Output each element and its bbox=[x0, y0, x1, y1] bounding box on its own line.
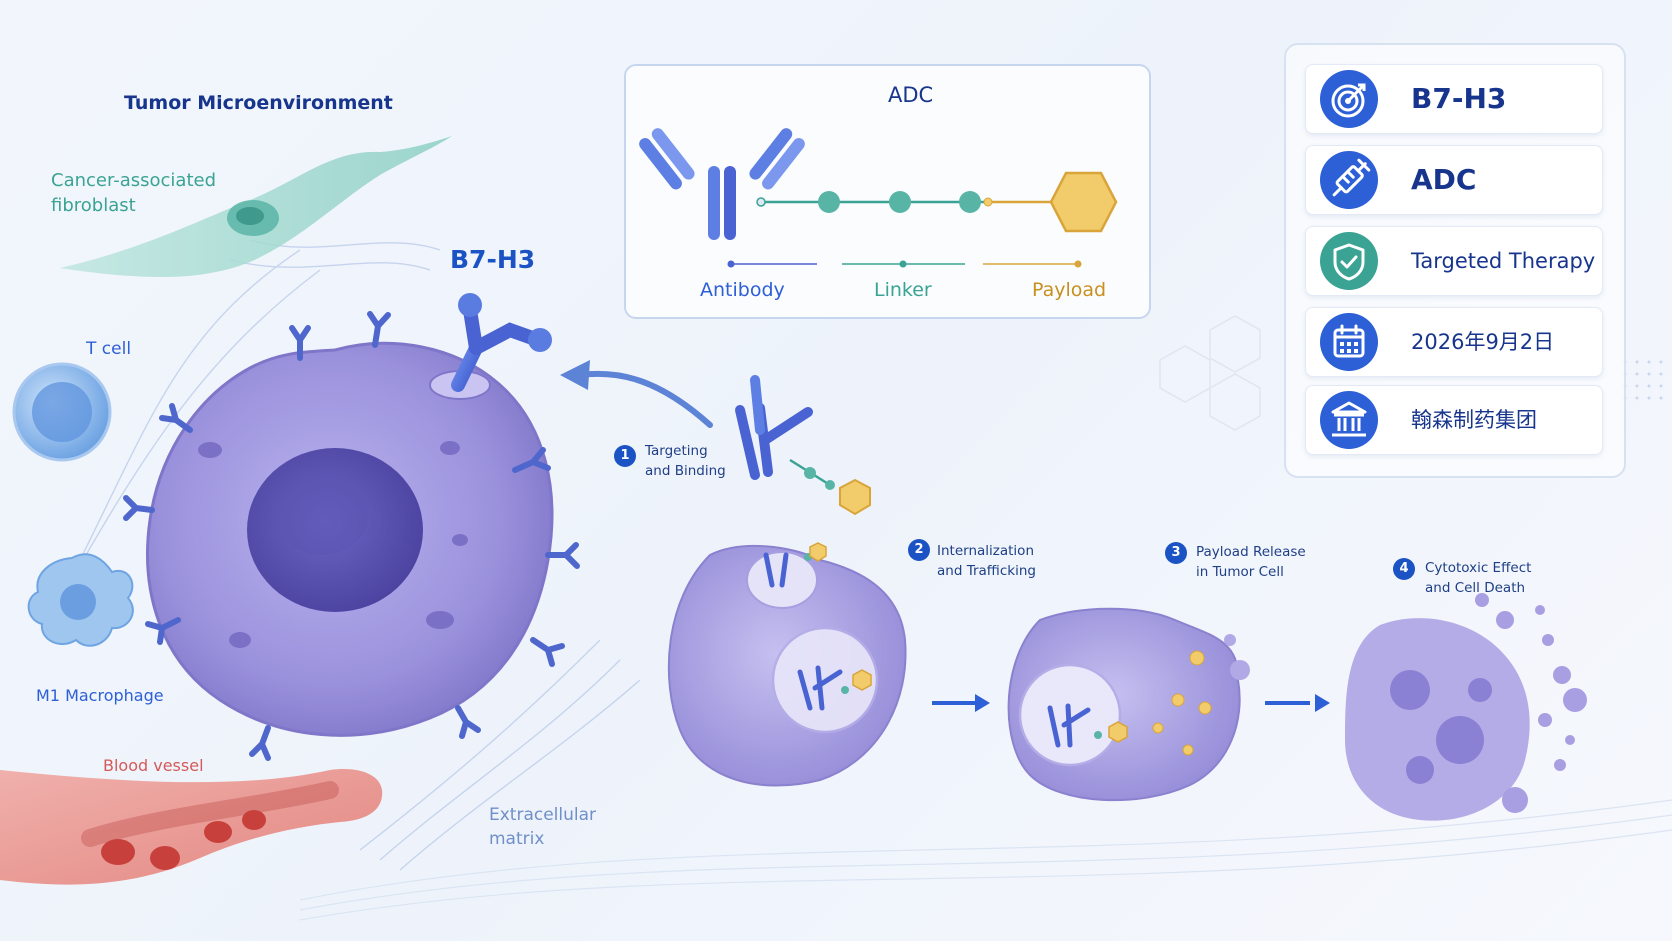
info-card-target: B7-H3 bbox=[1305, 64, 1603, 134]
step-4-line1: Cytotoxic Effect bbox=[1425, 560, 1532, 576]
info-card-target-label: B7-H3 bbox=[1411, 82, 1507, 115]
step-3-label: Payload Release in Tumor Cell bbox=[1196, 542, 1306, 582]
step-2-line1: Internalization bbox=[937, 543, 1034, 559]
step-2-line2: and Trafficking bbox=[937, 563, 1036, 579]
linker-label: Linker bbox=[874, 279, 932, 301]
info-card-date-label: 2026年9月2日 bbox=[1411, 330, 1555, 354]
b7h3-receptor-label: B7-H3 bbox=[450, 245, 536, 274]
fibroblast-label-line1: Cancer-associated bbox=[51, 170, 217, 191]
calendar-icon bbox=[1320, 313, 1378, 371]
step-4-label: Cytotoxic Effect and Cell Death bbox=[1425, 558, 1531, 598]
antibody-shape bbox=[639, 128, 805, 240]
antibody-label: Antibody bbox=[700, 279, 785, 301]
dying-cell bbox=[1345, 593, 1587, 821]
adc-structure-panel: ADC Antibody Linker Payload bbox=[624, 64, 1151, 319]
payload-release-cell bbox=[1007, 607, 1250, 802]
adc-structure-diagram bbox=[639, 128, 1118, 268]
blood-vessel bbox=[0, 769, 383, 885]
info-card-date: 2026年9月2日 bbox=[1305, 307, 1603, 377]
free-adc bbox=[735, 375, 871, 516]
blood-vessel-label: Blood vessel bbox=[103, 756, 204, 775]
macrophage-label: M1 Macrophage bbox=[36, 686, 164, 705]
step-3-line1: Payload Release bbox=[1196, 544, 1306, 560]
tumor-cell bbox=[146, 341, 554, 737]
macrophage-cell bbox=[27, 553, 134, 647]
t-cell bbox=[12, 362, 112, 462]
linker-chain bbox=[756, 191, 1051, 213]
t-cell-label: T cell bbox=[86, 339, 132, 359]
receptors bbox=[123, 311, 580, 761]
step-2-badge: 2 bbox=[908, 539, 930, 561]
environment-title: Tumor Microenvironment bbox=[124, 92, 393, 114]
info-card-adc-label: ADC bbox=[1411, 163, 1477, 196]
fibroblast-label-line2: fibroblast bbox=[51, 195, 136, 216]
info-card-company-label: 翰森制药集团 bbox=[1411, 408, 1537, 432]
info-card-company: 翰森制药集团 bbox=[1305, 385, 1603, 455]
step-3-badge: 3 bbox=[1165, 542, 1187, 564]
step-1-badge: 1 bbox=[614, 445, 636, 467]
binding-arrow bbox=[560, 360, 713, 428]
adc-structure-title: ADC bbox=[888, 83, 934, 107]
step-3-line2: in Tumor Cell bbox=[1196, 564, 1284, 580]
shield-check-icon bbox=[1320, 232, 1378, 290]
fibroblast-cell bbox=[60, 136, 452, 278]
step-1-line2: and Binding bbox=[645, 463, 726, 479]
syringe-icon bbox=[1320, 151, 1378, 209]
step-1-line1: Targeting bbox=[645, 443, 708, 459]
step-1-label: Targeting and Binding bbox=[645, 441, 726, 481]
background-waves bbox=[299, 799, 1672, 921]
target-icon bbox=[1320, 70, 1378, 128]
step-4-line2: and Cell Death bbox=[1425, 580, 1526, 596]
ecm-label-line2: matrix bbox=[489, 829, 545, 849]
payload-label: Payload bbox=[1032, 279, 1107, 301]
institution-icon bbox=[1320, 391, 1378, 449]
dot-grid bbox=[1623, 360, 1663, 400]
step-arrows bbox=[932, 694, 1330, 712]
ecm-label-line1: Extracellular bbox=[489, 805, 597, 825]
step-2-label: Internalization and Trafficking bbox=[937, 541, 1036, 581]
info-card-therapy-label: Targeted Therapy bbox=[1411, 249, 1596, 273]
internalization-cell bbox=[667, 542, 907, 787]
info-card-therapy: Targeted Therapy bbox=[1305, 226, 1603, 296]
b7h3-receptor-complex bbox=[429, 293, 552, 400]
step-4-badge: 4 bbox=[1393, 558, 1415, 580]
payload-hexagon bbox=[1049, 171, 1118, 233]
molecule-network bbox=[1159, 315, 1261, 431]
info-card-adc: ADC bbox=[1305, 145, 1603, 215]
